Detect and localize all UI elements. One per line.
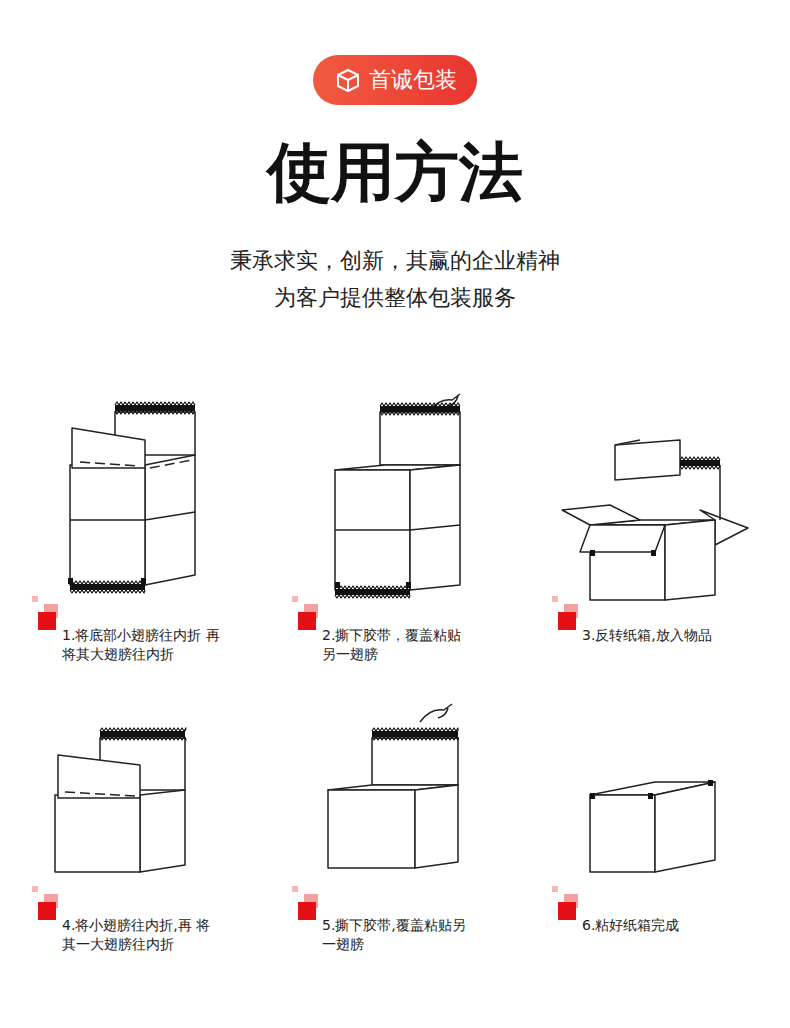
tape-zigzag [70, 581, 145, 593]
corner-tape [141, 578, 146, 584]
badge-text: 首诚包装 [369, 65, 457, 95]
box-step-3 [562, 440, 748, 600]
deco-square [292, 886, 298, 892]
corner-tape [590, 793, 595, 799]
deco-square [298, 612, 316, 630]
corner-tape [648, 793, 653, 799]
tape [372, 731, 458, 737]
tape-strips [68, 402, 720, 799]
subtitle: 秉承求实，创新，其赢的企业精神 [0, 246, 790, 276]
box-step-5 [328, 704, 458, 868]
deco-square [552, 596, 558, 602]
tape-zigzag [680, 457, 720, 469]
deco-square [292, 596, 298, 602]
corner-tape [708, 780, 713, 786]
corner-tape [406, 582, 411, 588]
tape [335, 589, 410, 595]
box-icon [335, 67, 361, 93]
tape [70, 584, 145, 590]
tape [380, 406, 460, 412]
box-step-1 [70, 412, 195, 585]
title: 使用方法 [0, 132, 790, 212]
badge-pill: 首诚包装 [313, 55, 477, 105]
tape [115, 405, 195, 411]
tape [680, 460, 720, 466]
step-caption: 6.粘好纸箱完成 [582, 916, 782, 935]
deco-square [38, 612, 56, 630]
deco-square [32, 596, 38, 602]
deco-square [558, 612, 576, 630]
box-step-6 [590, 782, 715, 872]
subtitle: 为客户提供整体包装服务 [0, 283, 790, 313]
corner-tape [68, 578, 73, 584]
tape-zigzag [372, 728, 458, 740]
deco-square [558, 902, 576, 920]
corner-tape [590, 550, 595, 556]
deco-square [298, 902, 316, 920]
step-caption: 3.反转纸箱,放入物品 [582, 626, 782, 645]
corner-tape [335, 582, 340, 588]
box-step-4 [55, 738, 185, 872]
deco-square [38, 902, 56, 920]
step-caption: 2.撕下胶带，覆盖粘贴 另一翅膀 [322, 626, 467, 664]
deco-square [552, 886, 558, 892]
tape-zigzag [380, 403, 460, 415]
step-caption: 4.将小翅膀往内折,再 将其一大翅膀往内折 [62, 916, 212, 954]
tape [100, 731, 185, 737]
deco-square [32, 886, 38, 892]
step-caption: 1.将底部小翅膀往内折 再将其大翅膀往内折 [62, 626, 220, 664]
tape-zigzag [100, 728, 186, 740]
red-squares [32, 596, 578, 920]
tape-zigzag [115, 402, 195, 414]
step-caption: 5.撕下胶带,覆盖粘贴另 一翅膀 [322, 916, 472, 954]
box-step-2 [335, 394, 460, 590]
corner-tape [651, 550, 656, 556]
tape-zigzag [335, 586, 410, 598]
